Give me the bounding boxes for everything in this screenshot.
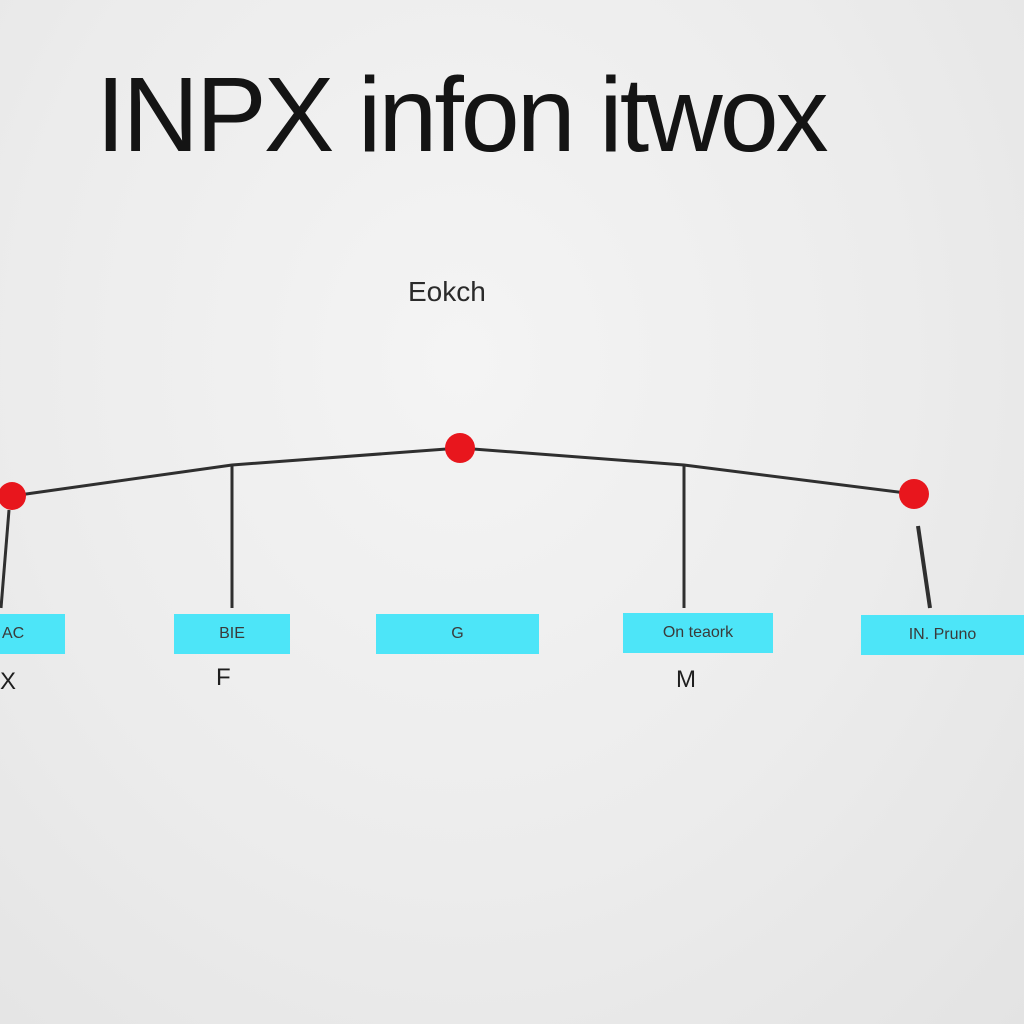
node-label: AC — [2, 625, 25, 642]
junction-dot-left — [0, 482, 26, 510]
node-sublabel-4: M — [676, 666, 696, 693]
node-sublabel-1: X — [0, 668, 17, 695]
node-label: G — [451, 625, 464, 642]
drop-line-5 — [916, 525, 932, 609]
node-box-5[interactable]: IN. Pruno — [861, 615, 1024, 655]
root-label: Eokch — [408, 276, 486, 307]
junction-dot-right — [899, 479, 929, 509]
junction-dot-center — [445, 433, 475, 463]
node-box-2[interactable]: BIE — [174, 614, 290, 654]
node-label: BIE — [219, 625, 245, 642]
node-label: On teaork — [662, 624, 734, 641]
node-label: IN. Pruno — [908, 626, 977, 643]
drop-line-1 — [0, 509, 11, 609]
node-sublabel-2: F — [216, 664, 231, 691]
node-box-4[interactable]: On teaork — [623, 613, 773, 653]
node-box-1[interactable]: AC — [0, 614, 65, 654]
node-box-3[interactable]: G — [376, 614, 539, 654]
diagram-title: INPX infon itwox — [96, 62, 829, 168]
